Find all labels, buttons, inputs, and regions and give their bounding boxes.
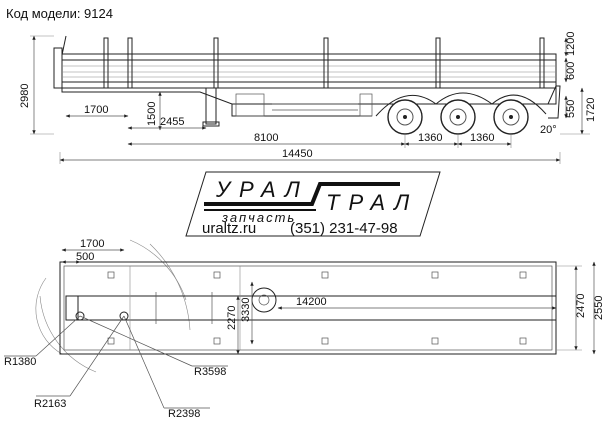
turning-arc-1 <box>35 277 63 355</box>
dim-side-board: 600 <box>565 62 577 80</box>
spare-wheel <box>251 287 277 313</box>
radius-r2398: R2398 <box>168 408 200 420</box>
logo-phone: (351) 231-47-98 <box>290 220 398 237</box>
side-rail-top <box>61 53 557 61</box>
dim-wheel-track: 2270 <box>226 306 238 330</box>
dim-kingpin-x: 1700 <box>80 238 104 250</box>
dim-wheel-height: 550 <box>565 100 577 118</box>
logo-brand-left: УРАЛ <box>215 177 309 202</box>
kingpin-plate <box>65 295 79 321</box>
dim-platform-to-axle: 8100 <box>254 132 278 144</box>
uraltral-logo: УРАЛ ТРАЛ запчасть uraltz.ru (351) 231-4… <box>185 171 441 237</box>
top-view: 1700 500 14200 2270 3330 2470 2550 R1380… <box>4 238 605 420</box>
dim-frame-width: 3330 <box>240 298 252 322</box>
dim-platform-height: 1720 <box>585 98 597 122</box>
cross-members <box>129 266 241 350</box>
radius-r2163: R2163 <box>34 398 66 410</box>
dim-platform-length: 14200 <box>296 296 327 308</box>
side-view: 2980 1500 1700 2455 8100 1360 1360 14450… <box>19 32 597 164</box>
dim-kingpin-offset: 1700 <box>84 104 108 116</box>
dim-headboard: 1200 <box>565 32 577 56</box>
dim-support-height: 1500 <box>146 102 158 126</box>
dim-overall-height: 2980 <box>19 84 31 108</box>
dim-support-offset: 2455 <box>160 116 184 128</box>
front-headboard <box>53 47 63 89</box>
dim-front-offset: 500 <box>76 251 94 263</box>
dim-overall-length: 14450 <box>282 148 313 160</box>
wheels <box>387 99 529 135</box>
fenders <box>375 92 547 117</box>
landing-gear <box>205 87 217 125</box>
dim-rear-angle: 20° <box>540 124 557 136</box>
dim-axle-spacing-1: 1360 <box>418 132 442 144</box>
side-board <box>61 59 557 83</box>
stanchions <box>103 37 545 89</box>
logo-site: uraltz.ru <box>202 220 256 237</box>
rear-bumper <box>547 85 561 119</box>
dim-overall-width: 2470 <box>575 294 587 318</box>
model-code-label: Код модели: 9124 <box>6 6 113 21</box>
lashing-points <box>75 271 527 345</box>
radius-r1380: R1380 <box>4 356 36 368</box>
dim-platform-width: 2550 <box>593 296 605 320</box>
logo-tagline: запчасть <box>221 210 296 225</box>
platform-floor <box>61 81 557 89</box>
logo-brand-right: ТРАЛ <box>326 190 418 215</box>
frame-beam <box>61 88 557 105</box>
dim-axle-spacing-2: 1360 <box>470 132 494 144</box>
radius-r3598: R3598 <box>194 366 226 378</box>
